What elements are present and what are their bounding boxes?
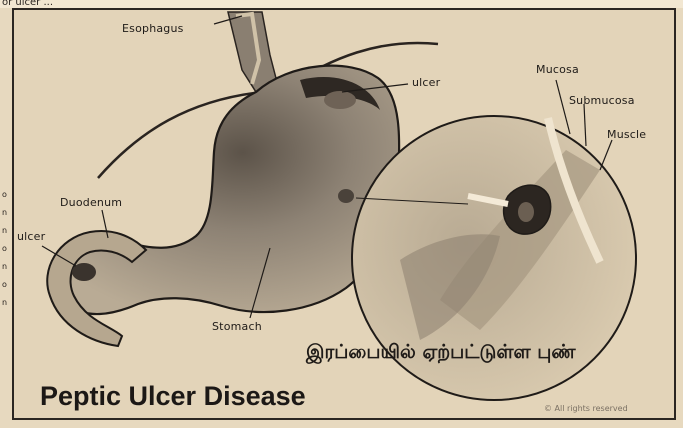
diagram-title: Peptic Ulcer Disease [40, 381, 306, 412]
leader-line [584, 104, 586, 146]
tamil-caption: இரப்பையில் ஏற்பட்டுள்ள புண் [306, 341, 576, 366]
label-ulcer-left: ulcer [17, 230, 45, 243]
leader-line [600, 140, 612, 170]
label-ulcer-top: ulcer [412, 76, 440, 89]
label-submucosa: Submucosa [569, 94, 635, 107]
label-muscle: Muscle [607, 128, 646, 141]
label-esophagus: Esophagus [122, 22, 184, 35]
label-mucosa: Mucosa [536, 63, 579, 76]
label-stomach: Stomach [212, 320, 262, 333]
leader-line [556, 80, 570, 134]
credit-text: © All rights reserved [544, 404, 628, 413]
label-duodenum: Duodenum [60, 196, 122, 209]
